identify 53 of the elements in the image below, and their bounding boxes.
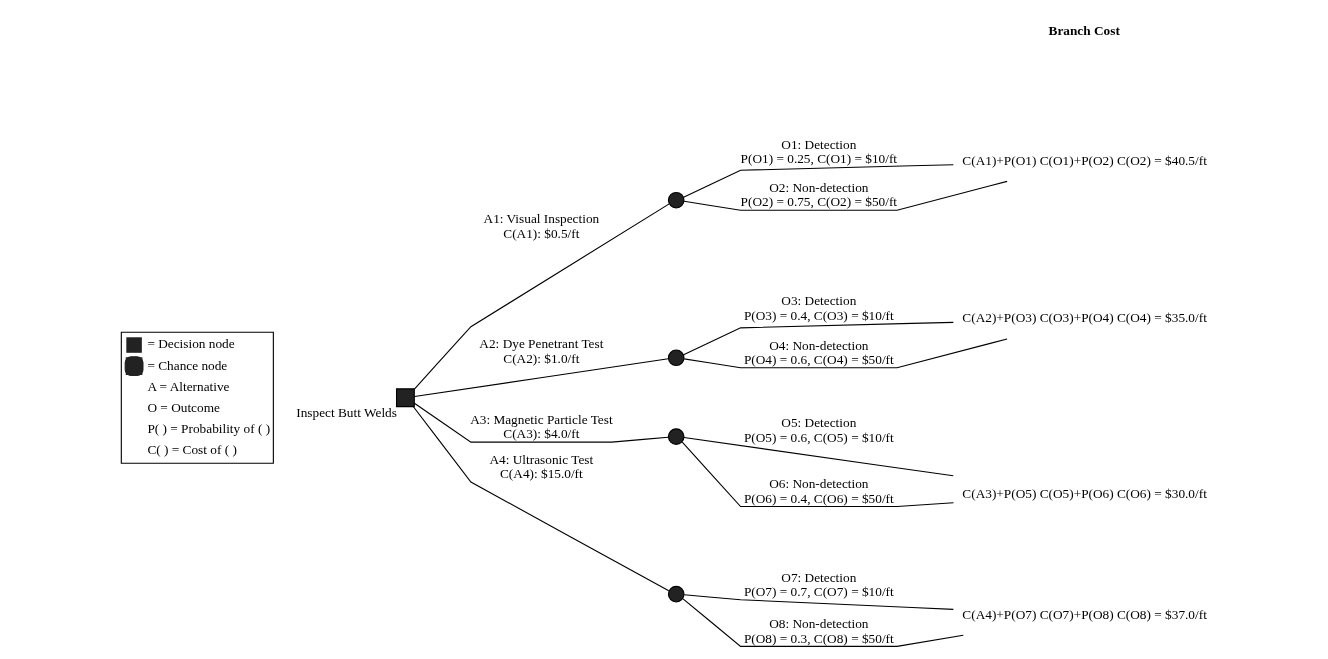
- connector: [681, 441, 955, 508]
- edge-label: O5: Detection: [781, 415, 857, 431]
- node-text: C(A2)+P(O3) C(O3)+P(O4) C(O4) = $35.0/ft: [962, 310, 1207, 326]
- connector: [413, 203, 670, 390]
- node-circle: [667, 191, 685, 209]
- connector: [683, 437, 954, 477]
- label: P(O3) = 0.4, C(O3) = $10/ft: [743, 307, 894, 323]
- label: C(A1): $0.5/ft: [503, 225, 580, 241]
- node-label: Inspect Butt Welds: [296, 405, 397, 421]
- connector: [683, 164, 954, 198]
- label: C(A2): $1.0/ft: [503, 350, 580, 366]
- connector: [682, 598, 964, 647]
- node-text: C(A3)+P(O5) C(O5)+P(O6) C(O6) = $30.0/ft: [962, 485, 1207, 501]
- connector: [683, 594, 954, 610]
- connector: [683, 321, 954, 356]
- edge-label: O7: Detection: [781, 569, 857, 585]
- node-circle: [667, 585, 685, 603]
- connector: [414, 358, 669, 398]
- label: P(O4) = 0.6, C(O4) = $50/ft: [743, 352, 894, 368]
- label: C(A4): $15.0/ft: [500, 466, 583, 482]
- edge-label: O3: Detection: [781, 293, 857, 309]
- edge-label: O8: Non-detection: [769, 616, 869, 632]
- edge-label: O1: Detection: [781, 136, 857, 152]
- label: P(O6) = 0.4, C(O6) = $50/ft: [743, 490, 894, 506]
- edge-label: A1: Visual Inspection: [483, 211, 600, 227]
- connector: [683, 338, 1008, 369]
- legend-label: = Chance node: [147, 357, 228, 373]
- edge-label: A4: Ultrasonic Test: [489, 451, 594, 467]
- node-box: [396, 388, 415, 408]
- label: P(O1) = 0.25, C(O1) = $10/ft: [740, 151, 898, 167]
- label: P(O2) = 0.75, C(O2) = $50/ft: [740, 194, 898, 210]
- connector: [412, 406, 670, 592]
- edge-label: O6: Non-detection: [769, 476, 869, 492]
- legend-label: A = Alternative: [147, 378, 230, 394]
- legend-label: O = Outcome: [147, 399, 220, 415]
- legend-label: = Decision node: [147, 336, 235, 352]
- label: P(O7) = 0.7, C(O7) = $10/ft: [743, 583, 894, 599]
- edge-label: A3: Magnetic Particle Test: [470, 411, 613, 427]
- edge-label: O4: Non-detection: [769, 337, 869, 353]
- label: P(O5) = 0.6, C(O5) = $10/ft: [743, 429, 894, 445]
- label: P(O8) = 0.3, C(O8) = $50/ft: [743, 630, 894, 646]
- label: Branch Cost: [1048, 22, 1120, 38]
- node-circle: [667, 428, 685, 445]
- label: C(A3): $4.0/ft: [503, 426, 580, 442]
- legend-label: C( ) = Cost of ( ): [147, 441, 237, 457]
- edge-label: O2: Non-detection: [769, 180, 869, 195]
- node-circle: [667, 349, 685, 367]
- node-text: C(A1)+P(O1) C(O1)+P(O2) C(O2) = $40.5/ft: [962, 152, 1207, 168]
- edge-label: A2: Dye Penetrant Test: [479, 336, 604, 352]
- legend-label: P( ) = Probability of ( ): [147, 420, 271, 436]
- connector: [683, 180, 1008, 211]
- connector: [413, 402, 669, 443]
- node-text: C(A4)+P(O7) C(O7)+P(O8) C(O8) = $37.0/ft: [962, 606, 1207, 622]
